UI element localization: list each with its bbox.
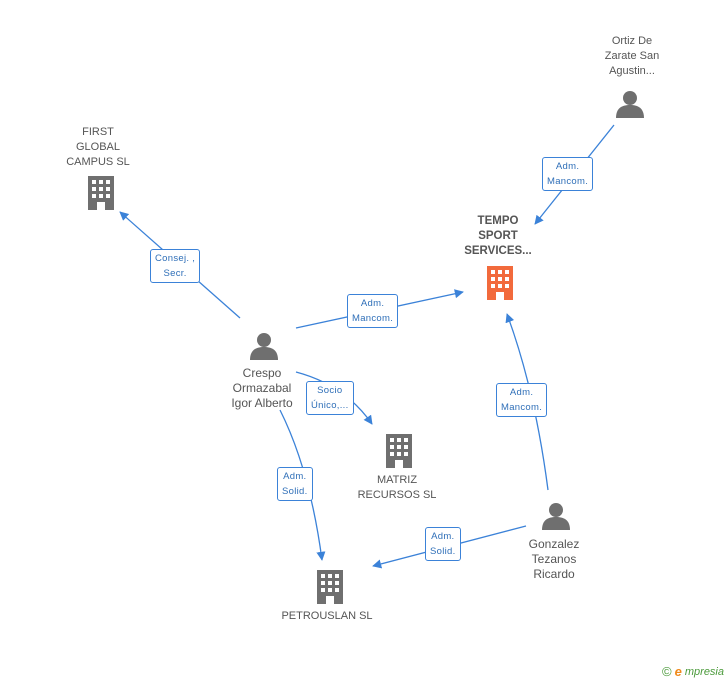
edge-label-crespo-matriz: Socio Único,...	[306, 381, 354, 415]
building-icon-tempo[interactable]	[487, 266, 513, 300]
edge-label-crespo-tempo: Adm. Mancom.	[347, 294, 399, 328]
node-label-ortiz[interactable]: Ortiz De Zarate San Agustin...	[604, 35, 660, 77]
node-label-crespo[interactable]: Crespo Ormazabal Igor Alberto	[231, 366, 293, 410]
edge-label-gonzalez-tempo: Adm. Mancom.	[496, 383, 548, 417]
node-label-petrouslan[interactable]: PETROUSLAN SL	[281, 610, 373, 622]
edge-label-crespo-petro: Adm. Solid.	[277, 467, 313, 501]
node-label-tempo[interactable]: TEMPO SPORT SERVICES...	[464, 215, 532, 257]
building-icon-matriz[interactable]	[386, 434, 412, 468]
building-icon-first-global[interactable]	[88, 176, 114, 210]
person-icon-crespo[interactable]	[250, 333, 278, 360]
node-label-first-global[interactable]: FIRST GLOBAL CAMPUS SL	[66, 126, 130, 168]
copyright-symbol: ©	[662, 664, 672, 679]
edge-label-crespo-first: Consej. , Secr.	[150, 249, 201, 283]
node-label-matriz[interactable]: MATRIZ RECURSOS SL	[357, 474, 437, 501]
node-label-gonzalez[interactable]: Gonzalez Tezanos Ricardo	[528, 537, 580, 581]
building-icon-petrouslan[interactable]	[317, 570, 343, 604]
edge-label-gonzalez-petro: Adm. Solid.	[425, 527, 461, 561]
person-icon-gonzalez[interactable]	[542, 503, 570, 530]
person-icon-ortiz[interactable]	[616, 91, 644, 118]
brand-logo-e: e	[674, 664, 682, 679]
edge-label-ortiz-tempo: Adm. Mancom.	[542, 157, 594, 191]
brand-name: mpresia	[684, 665, 724, 678]
